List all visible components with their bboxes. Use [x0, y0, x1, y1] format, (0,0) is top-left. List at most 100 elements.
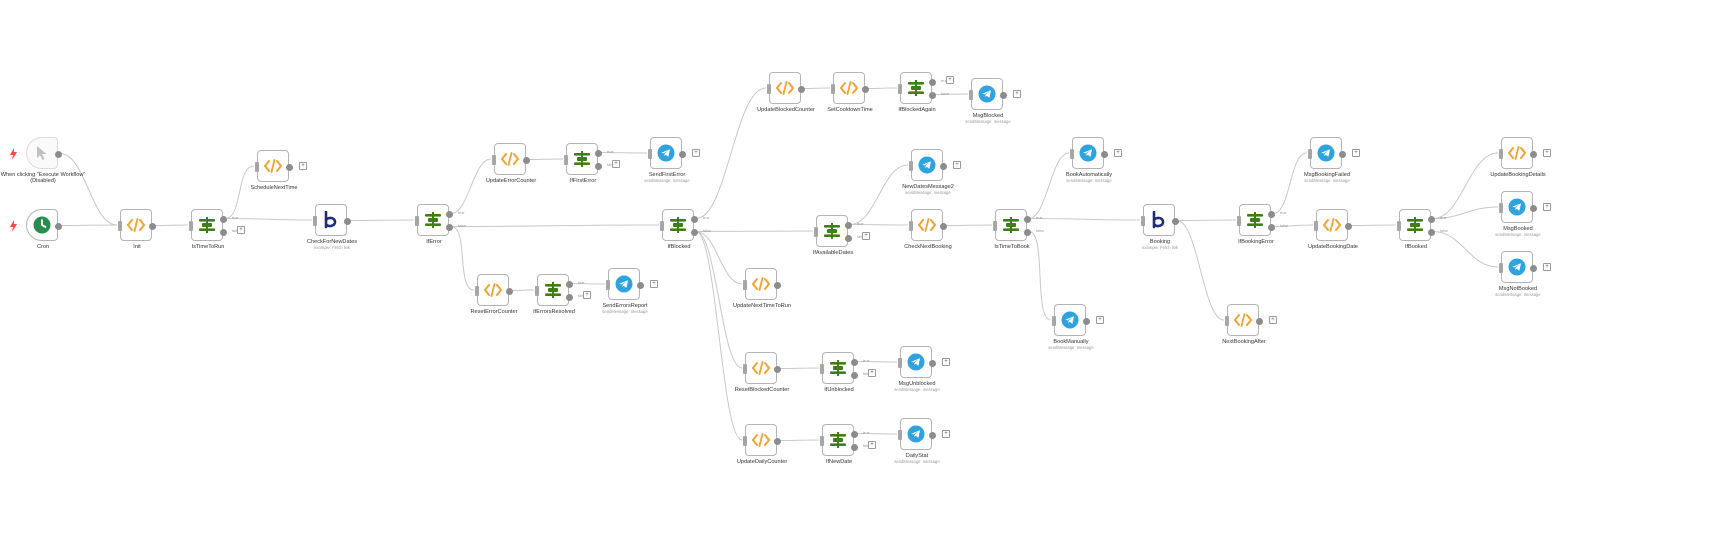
add-node-button[interactable]: +: [862, 232, 870, 240]
output-port[interactable]: [940, 163, 947, 170]
output-port[interactable]: [637, 282, 644, 289]
output-port-true[interactable]: [595, 150, 602, 157]
input-port[interactable]: [1237, 216, 1241, 226]
add-node-button[interactable]: +: [1543, 203, 1551, 211]
connection-istimetorun-to-schedulenexttime[interactable]: [224, 165, 255, 219]
add-node-button[interactable]: +: [299, 162, 307, 170]
connection-iferror-to-ifblocked[interactable]: [450, 224, 660, 227]
output-port[interactable]: [1000, 92, 1007, 99]
connection-setcooldowntime-to-ifblockedagain[interactable]: [866, 87, 898, 89]
input-port[interactable]: [820, 364, 824, 374]
output-port-false[interactable]: [851, 444, 858, 451]
connection-ifavailabledates-to-checknextbooking[interactable]: [849, 224, 909, 226]
output-port[interactable]: [774, 282, 781, 289]
output-port[interactable]: [55, 223, 62, 230]
add-node-button[interactable]: +: [946, 76, 954, 84]
output-port[interactable]: [774, 366, 781, 373]
output-port-false[interactable]: [1024, 229, 1031, 236]
add-node-button[interactable]: +: [868, 441, 876, 449]
output-port[interactable]: [1530, 265, 1537, 272]
add-node-button[interactable]: +: [953, 161, 961, 169]
input-port[interactable]: [1499, 203, 1503, 213]
input-port[interactable]: [969, 90, 973, 100]
add-node-button[interactable]: +: [1013, 90, 1021, 98]
node-resetblockedcounter[interactable]: ResetBlockedCounter: [735, 352, 789, 393]
node-updatedailycounter[interactable]: UpdateDailyCounter: [737, 424, 787, 465]
input-port[interactable]: [831, 84, 835, 94]
node-iferrorsresolved[interactable]: truefalseIfErrorsResolved: [533, 274, 586, 315]
output-port[interactable]: [149, 223, 156, 230]
connection-iffirsterror-to-sendfirsterror[interactable]: [599, 152, 648, 154]
input-port[interactable]: [1052, 316, 1056, 326]
input-port[interactable]: [743, 364, 747, 374]
output-port-false[interactable]: [1268, 224, 1275, 231]
node-ifavailabledates[interactable]: truefalseIfAvailableDates: [813, 215, 865, 256]
connection-cron-to-init[interactable]: [59, 224, 118, 226]
node-manual[interactable]: When clicking “Execute Workflow” (Disabl…: [1, 137, 85, 184]
connection-reseterrorcounter-to-iferrorsresolved[interactable]: [510, 289, 535, 291]
add-node-button[interactable]: +: [692, 149, 700, 157]
output-port[interactable]: [940, 223, 947, 230]
input-port[interactable]: [898, 358, 902, 368]
add-node-button[interactable]: +: [942, 358, 950, 366]
input-port[interactable]: [814, 227, 818, 237]
output-port-true[interactable]: [1268, 211, 1275, 218]
output-port[interactable]: [1339, 151, 1346, 158]
input-port[interactable]: [415, 216, 419, 226]
connection-iferror-to-reseterrorcounter[interactable]: [450, 226, 475, 291]
output-port-false[interactable]: [929, 92, 936, 99]
add-node-button[interactable]: +: [1352, 149, 1360, 157]
output-port-true[interactable]: [1024, 216, 1031, 223]
output-port-false[interactable]: [1428, 229, 1435, 236]
node-ifunblocked[interactable]: truefalseIfUnblocked: [820, 352, 871, 393]
input-port[interactable]: [909, 161, 913, 171]
input-port[interactable]: [898, 430, 902, 440]
input-port[interactable]: [820, 436, 824, 446]
add-node-button[interactable]: +: [1114, 149, 1122, 157]
input-port[interactable]: [1499, 149, 1503, 159]
connection-ifbooked-to-updatebookingdetails[interactable]: [1432, 152, 1499, 219]
connection-ifblocked-to-updatedailycounter[interactable]: [695, 231, 743, 441]
output-port[interactable]: [679, 151, 686, 158]
connection-resetblockedcounter-to-ifunblocked[interactable]: [778, 367, 820, 369]
add-node-button[interactable]: +: [1543, 263, 1551, 271]
input-port[interactable]: [492, 155, 496, 165]
input-port[interactable]: [475, 286, 479, 296]
output-port[interactable]: [929, 432, 936, 439]
output-port[interactable]: [286, 164, 293, 171]
input-port[interactable]: [909, 221, 913, 231]
connection-istimetobook-to-bookautomatically[interactable]: [1028, 152, 1070, 219]
node-iffirsterror[interactable]: truefalseIfFirstError: [564, 143, 615, 184]
connection-updatedailycounter-to-ifnewdate[interactable]: [778, 439, 820, 441]
input-port[interactable]: [535, 286, 539, 296]
output-port[interactable]: [1530, 151, 1537, 158]
output-port-false[interactable]: [595, 163, 602, 170]
input-port[interactable]: [1499, 263, 1503, 273]
add-node-button[interactable]: +: [868, 369, 876, 377]
connection-ifbookingerror-to-updatebookingdate[interactable]: [1272, 224, 1314, 227]
output-port[interactable]: [1083, 318, 1090, 325]
input-port[interactable]: [1314, 221, 1318, 231]
output-port-false[interactable]: [851, 372, 858, 379]
connection-ifblocked-to-updateblockedcounter[interactable]: [695, 87, 767, 219]
connection-ifblocked-to-updatenexttimetorun[interactable]: [695, 231, 743, 285]
connection-istimetorun-to-checkfornewdates[interactable]: [224, 218, 313, 221]
output-port[interactable]: [1172, 218, 1179, 225]
output-port-false[interactable]: [845, 235, 852, 242]
input-port[interactable]: [660, 221, 664, 231]
output-port[interactable]: [798, 86, 805, 93]
node-checknextbooking[interactable]: CheckNextBooking: [904, 209, 952, 250]
